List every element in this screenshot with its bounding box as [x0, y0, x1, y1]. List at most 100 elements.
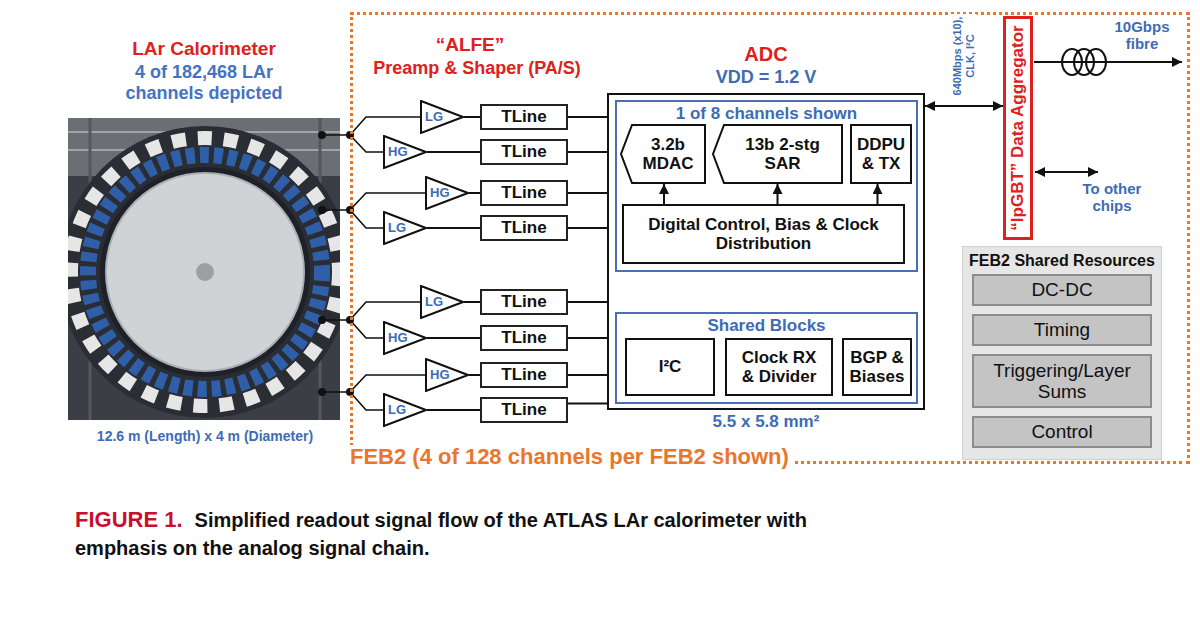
- signal-connector: [568, 151, 607, 153]
- node-label: FEB2 Shared Resources: [963, 252, 1161, 270]
- clock-block: Clock RX & Divider: [725, 338, 833, 396]
- node-label: TLine: [501, 400, 546, 419]
- signal-connector: [469, 192, 480, 194]
- resource-box: Timing: [972, 314, 1152, 346]
- node-label: BGP & Biases: [846, 348, 908, 386]
- shape-outline: [384, 394, 426, 426]
- transmission-line-box: TLine: [480, 180, 568, 206]
- wire-junction-dots: [318, 131, 354, 396]
- figure-number: FIGURE 1.: [75, 507, 183, 532]
- node-label: DC-DC: [1031, 279, 1092, 300]
- signal-connector: [427, 227, 480, 229]
- signal-connector: [464, 116, 480, 118]
- mdac-block: 3.2b MDAC: [620, 124, 706, 184]
- shared-resources-panel: FEB2 Shared ResourcesDC-DC TimingTriggeri…: [962, 246, 1162, 460]
- amplifier-triangle: HG: [383, 321, 427, 355]
- sar-block: 13b 2-stg SAR: [712, 124, 843, 184]
- amplifier-triangle: LG: [383, 393, 427, 427]
- node-label: Control: [1031, 421, 1092, 442]
- signal-connector: [568, 116, 607, 118]
- signal-connector: [925, 105, 1003, 107]
- node-label: ADC: [609, 43, 923, 65]
- shape-outline: [421, 101, 463, 133]
- node-label: Digital Control, Bias & Clock Distributi…: [631, 215, 896, 253]
- transmission-line-box: TLine: [480, 397, 568, 423]
- node-label: FEB2 (4 of 128 channels per FEB2 shown): [344, 445, 795, 470]
- node-label: I²C: [659, 357, 682, 376]
- shape-outline: [384, 322, 426, 354]
- figure-title: LAr Calorimeter: [94, 38, 314, 60]
- signal-connector: [464, 301, 480, 303]
- node-label: DDPU & TX: [853, 135, 909, 173]
- node-label: “lpGBT” Data Aggregator: [1008, 22, 1027, 234]
- transmission-line-box: TLine: [480, 362, 568, 388]
- node-label: 13b 2-stg SAR: [737, 135, 829, 173]
- signal-connector: [469, 374, 480, 376]
- node-label: LG: [425, 295, 443, 310]
- bias-block: BGP & Biases: [842, 338, 912, 396]
- node-label: HG: [430, 186, 450, 201]
- node-label: LG: [425, 110, 443, 125]
- input-wires: [322, 117, 425, 410]
- transmission-line-box: TLine: [480, 215, 568, 241]
- node-label: TLine: [501, 107, 546, 126]
- signal-connector: [877, 184, 879, 204]
- node-label: TLine: [501, 142, 546, 161]
- signal-connector: [568, 227, 607, 229]
- figure-caption-block: FIGURE 1.Simplified readout signal flow …: [75, 505, 875, 562]
- calorimeter-photo: [68, 118, 340, 420]
- amplifier-triangle: HG: [425, 176, 469, 210]
- fibre-link: [1034, 49, 1182, 75]
- signal-connector: [427, 409, 480, 411]
- shape-outline: [426, 177, 468, 209]
- component-description: Preamp & Shaper (PA/S): [352, 58, 602, 79]
- node-label: HG: [388, 331, 408, 346]
- amplifier-triangle: HG: [383, 135, 427, 169]
- chip-link-arrow: [1035, 171, 1098, 173]
- node-label: TLine: [501, 183, 546, 202]
- shape-outline: [621, 125, 705, 183]
- shape-outline: [384, 136, 426, 168]
- resource-box: DC-DC: [972, 274, 1152, 306]
- node-label: Timing: [1034, 319, 1090, 340]
- adc-chip: ADCVDD = 1.2 V5.5 x 5.8 mm²1 of 8 channe…: [607, 93, 925, 410]
- signal-connector: [777, 184, 779, 204]
- transmission-line-box: TLine: [480, 104, 568, 130]
- node-label: TLine: [501, 365, 546, 384]
- resource-box: Triggering/Layer Sums: [972, 354, 1152, 408]
- node-label: HG: [388, 145, 408, 160]
- signal-connector: [568, 403, 607, 405]
- node-label: HG: [430, 368, 450, 383]
- resource-box: Control: [972, 416, 1152, 448]
- node-label: 1 of 8 channels shown: [617, 104, 916, 123]
- board-region: FEB2 (4 of 128 channels per FEB2 shown)L…: [350, 12, 1190, 464]
- figure-caption: Simplified readout signal flow of the AT…: [75, 509, 807, 559]
- node-label: 3.2b MDAC: [633, 135, 703, 173]
- amplifier-triangle: LG: [420, 285, 464, 319]
- channel-count-note: 4 of 182,468 LAr channels depicted: [104, 62, 304, 103]
- shape-outline: [713, 125, 842, 183]
- amplifier-triangle: LG: [383, 211, 427, 245]
- link-note: To other chips: [1070, 180, 1154, 215]
- control-block: Digital Control, Bias & Clock Distributi…: [622, 204, 905, 264]
- shape-outline: [426, 359, 468, 391]
- signal-connector: [427, 151, 480, 153]
- shape-outline: [384, 212, 426, 244]
- channel-block: 1 of 8 channels shown 3.2b MDAC 13b 2-stg …: [615, 100, 918, 272]
- i2c-block: I²C: [625, 338, 715, 396]
- signal-connector: [568, 192, 607, 194]
- component-name: “ALFE”: [380, 34, 560, 56]
- shape-outline: [421, 286, 463, 318]
- node-label: VDD = 1.2 V: [609, 67, 923, 87]
- node-label: TLine: [501, 218, 546, 237]
- ddpu-block: DDPU & TX: [850, 124, 912, 184]
- signal-connector: [568, 301, 607, 303]
- amplifier-triangle: HG: [425, 358, 469, 392]
- node-label: TLine: [501, 328, 546, 347]
- node-label: 5.5 x 5.8 mm²: [609, 412, 923, 431]
- dimension-label: 12.6 m (Length) x 4 m (Diameter): [54, 428, 356, 444]
- transmission-line-box: TLine: [480, 139, 568, 165]
- transmission-line-box: TLine: [480, 289, 568, 315]
- signal-connector: [568, 374, 607, 376]
- node-label: TLine: [501, 292, 546, 311]
